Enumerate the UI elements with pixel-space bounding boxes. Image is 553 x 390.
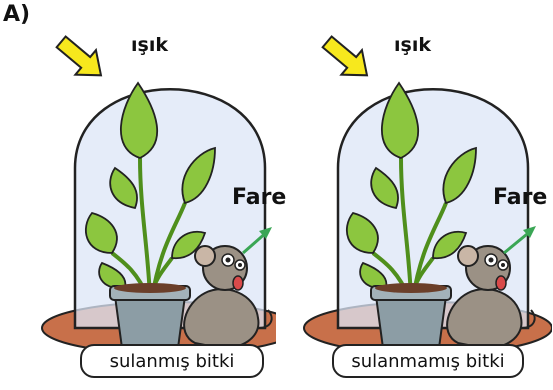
experiment-illustration	[303, 35, 552, 355]
caption-box: sulanmamış bitki	[332, 344, 524, 378]
light-label: ışık	[394, 34, 431, 56]
mouse-label: Fare	[232, 185, 287, 210]
option-letter: A)	[3, 2, 31, 27]
mouse	[183, 245, 273, 350]
pot	[370, 283, 452, 349]
experiment-panel-not-watered: ışık Fare sulanmamış bitki	[276, 28, 552, 390]
plant-leaves	[84, 81, 216, 289]
pot	[109, 283, 191, 349]
experiment-panel-watered: ışık Fare sulanmış bitki	[0, 28, 286, 390]
label-arrow	[503, 226, 536, 255]
light-arrow	[55, 35, 103, 77]
plant-leaves	[345, 81, 477, 289]
caption-box: sulanmış bitki	[80, 344, 264, 378]
mouse-label: Fare	[493, 185, 548, 210]
label-arrow	[242, 227, 272, 255]
mouse	[446, 245, 536, 350]
light-arrow	[321, 35, 369, 77]
experiment-illustration	[41, 35, 276, 355]
light-label: ışık	[131, 34, 168, 56]
